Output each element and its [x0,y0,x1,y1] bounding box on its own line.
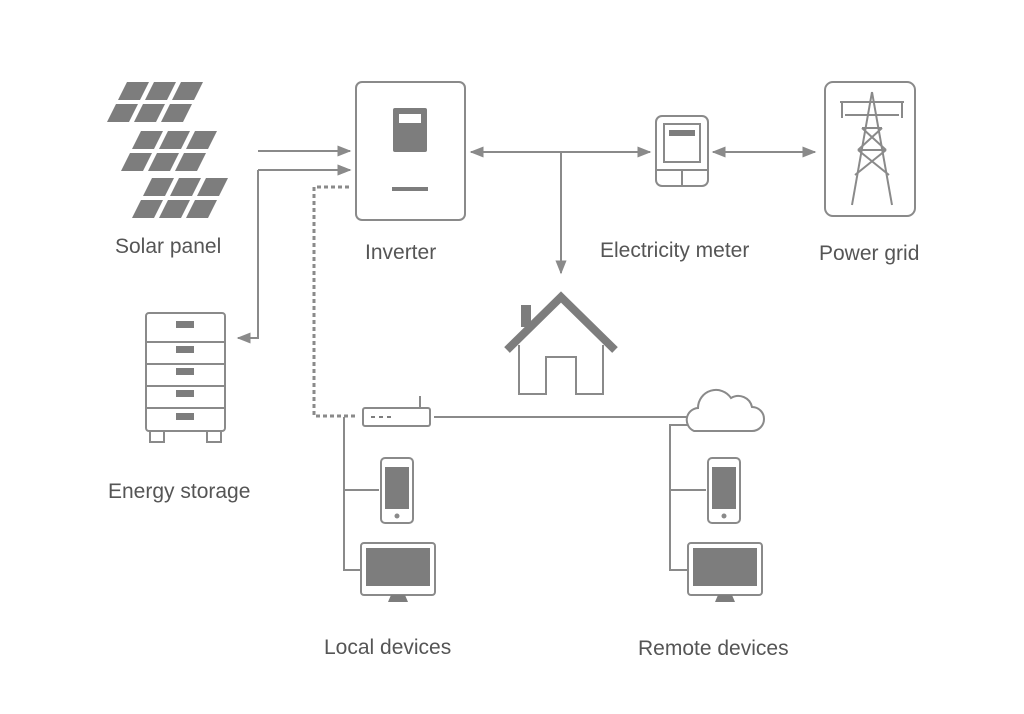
local-devices-branch [343,417,360,571]
solar-to-inverter-arrow-2 [337,164,352,176]
cloud-icon [685,388,765,432]
power-grid-label: Power grid [819,242,920,265]
inverter-icon [355,81,466,221]
local-devices-label: Local devices [324,636,452,659]
router-icon [362,396,431,427]
electricity-meter-icon [655,115,709,187]
remote-devices-branch [669,424,690,571]
inverter-label: Inverter [365,241,437,264]
solar-panel-label: Solar panel [115,235,222,258]
energy-storage-label: Energy storage [108,480,251,503]
connection-lines [236,145,817,571]
electricity-meter-label: Electricity meter [600,239,750,262]
remote-phone-icon [707,457,741,524]
power-grid-icon [824,81,916,217]
solar-panel-icon [107,82,228,218]
remote-devices-label: Remote devices [638,637,789,660]
inverter-router-dashed-line [312,185,356,418]
remote-monitor-icon [687,542,763,603]
local-monitor-icon [360,542,436,603]
local-phone-icon [380,457,414,524]
battery-storage-icon [145,312,226,443]
house-icon [504,291,618,395]
inverter-to-storage-arrow [236,170,259,344]
